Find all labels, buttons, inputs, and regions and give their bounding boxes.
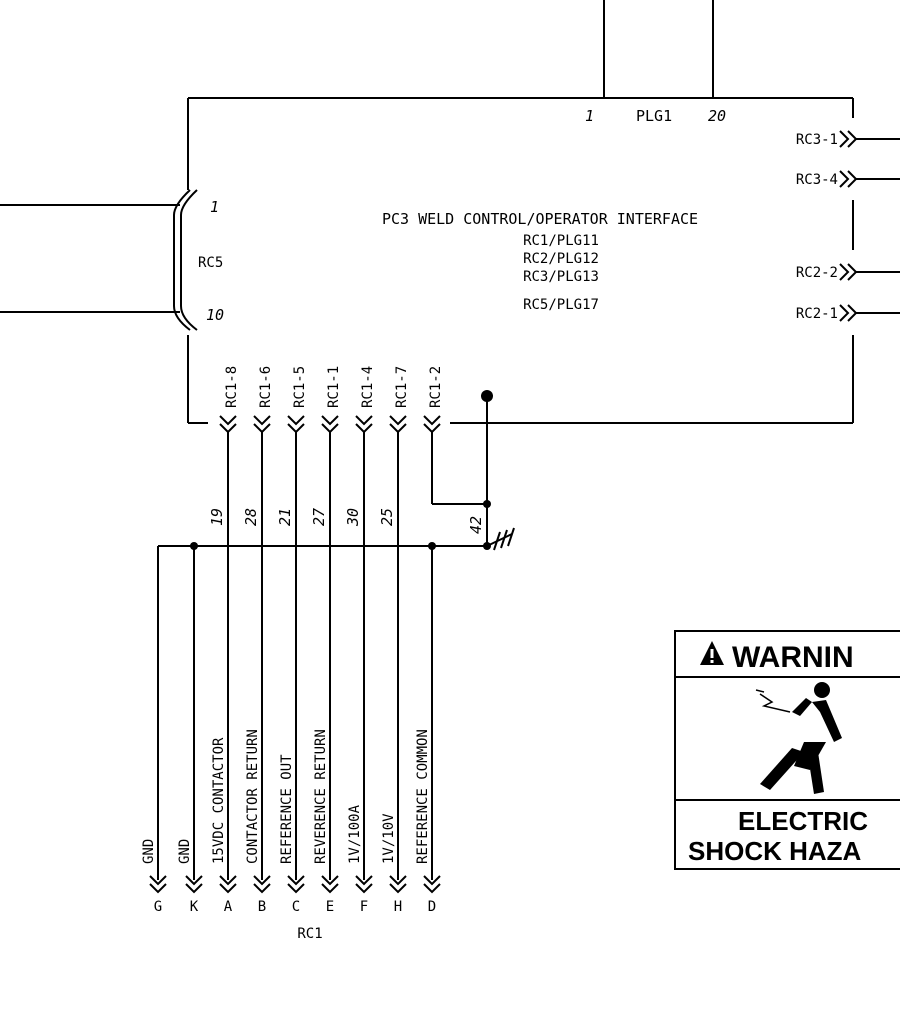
svg-text:RC3-4: RC3-4 [796, 172, 838, 188]
signal-label-k: GND [177, 839, 193, 864]
pin-letter-e: E [326, 899, 334, 915]
rc5-pin-bottom: 10 [206, 306, 224, 324]
rc5-connector [0, 189, 198, 331]
svg-text:RC3-1: RC3-1 [796, 132, 838, 148]
bottom-connector-rc1-8: RC1-8 [219, 366, 240, 434]
svg-text:RC2-1: RC2-1 [796, 306, 838, 322]
electric-shock-icon [755, 682, 842, 794]
svg-text:RC1-6: RC1-6 [258, 366, 274, 408]
wire-number-42: 42 [467, 516, 485, 534]
wire-number-21: 21 [276, 508, 294, 526]
bottom-connector-rc1-4: RC1-4 [355, 366, 376, 434]
rc1-label: RC1 [297, 926, 322, 942]
warning-line-1: ELECTRIC [738, 806, 868, 836]
bottom-connector-rc1-7: RC1-7 [389, 366, 410, 434]
plg1-pin-left: 1 [585, 107, 594, 125]
warning-triangle-icon [700, 641, 724, 665]
pin-letter-h: H [394, 899, 402, 915]
wire-number-19: 19 [208, 508, 226, 526]
wire-number-27: 27 [310, 508, 328, 526]
pin-letter-k: K [190, 899, 199, 915]
bottom-connector-rc1-6: RC1-6 [253, 366, 274, 434]
signal-label-b: CONTACTOR RETURN [245, 729, 261, 864]
svg-text:RC1-2: RC1-2 [428, 366, 444, 408]
junction-dot-ref-common [428, 542, 436, 550]
wire-number-28: 28 [242, 508, 260, 526]
rc5-pin-top: 1 [210, 198, 219, 216]
board-subtitle-1: RC1/PLG11 [523, 233, 599, 249]
chassis-ground-icon [486, 527, 515, 551]
svg-text:RC2-2: RC2-2 [796, 265, 838, 281]
svg-text:RC1-8: RC1-8 [224, 366, 240, 408]
warning-line-2: SHOCK HAZA [688, 836, 862, 866]
pin-letter-g: G [154, 899, 162, 915]
wire-number-25: 25 [378, 508, 396, 526]
board-subtitle-2: RC2/PLG12 [523, 251, 599, 267]
board-outline [187, 97, 854, 424]
warning-label: WARNIN ELECTRIC SHOCK HAZA [674, 630, 900, 870]
plg1-label: PLG1 [636, 107, 672, 125]
pin-letter-f: F [360, 899, 368, 915]
junction-dot-gnd-k [190, 542, 198, 550]
rc5-label: RC5 [198, 255, 223, 271]
right-connector-3: RC2-2 [796, 263, 900, 281]
board-subtitle-4: RC5/PLG17 [523, 297, 599, 313]
junction-dot-top [481, 390, 493, 402]
right-connector-1: RC3-1 [796, 130, 900, 148]
signal-label-a: 15VDC CONTACTOR [211, 737, 227, 864]
signal-label-h: 1V/10V [381, 813, 397, 864]
pin-letter-d: D [428, 899, 436, 915]
signal-label-d: REFERENCE COMMON [415, 729, 431, 864]
bottom-connector-rc1-5: RC1-5 [287, 366, 308, 434]
svg-text:RC1-5: RC1-5 [292, 366, 308, 408]
board-title: PC3 WELD CONTROL/OPERATOR INTERFACE [382, 210, 698, 228]
svg-text:RC1-4: RC1-4 [360, 366, 376, 408]
warning-heading: WARNIN [732, 641, 854, 674]
plg1-pin-right: 20 [708, 107, 726, 125]
pin-letter-a: A [224, 899, 233, 915]
signal-label-e: REVERENCE RETURN [313, 729, 329, 864]
board-subtitle-3: RC3/PLG13 [523, 269, 599, 285]
bottom-connector-rc1-1: RC1-1 [321, 366, 342, 434]
wire-number-30: 30 [344, 508, 362, 527]
svg-text:RC1-1: RC1-1 [326, 366, 342, 408]
signal-label-f: 1V/100A [347, 804, 363, 864]
bottom-connector-rc1-2: RC1-2 [423, 366, 444, 434]
junction-dot-mid [483, 500, 491, 508]
right-connector-2: RC3-4 [796, 170, 900, 188]
pin-letter-c: C [292, 899, 300, 915]
rc1-pin-chevrons [149, 875, 441, 894]
pin-letter-b: B [258, 899, 266, 915]
svg-text:RC1-7: RC1-7 [394, 366, 410, 408]
right-connector-4: RC2-1 [796, 304, 900, 322]
signal-label-g: GND [141, 839, 157, 864]
signal-label-c: REFERENCE OUT [279, 754, 295, 864]
